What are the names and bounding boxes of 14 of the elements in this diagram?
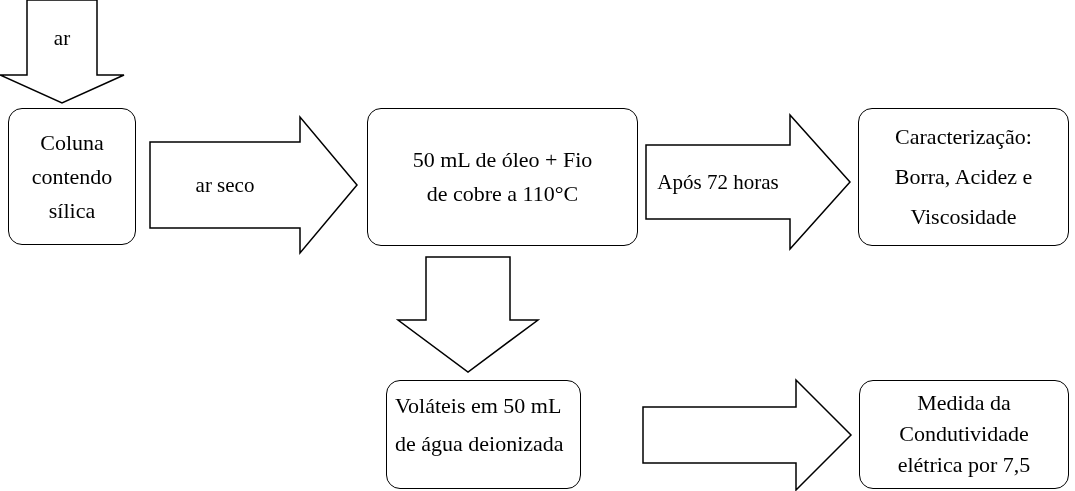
box-text: Coluna contendo sílica — [30, 128, 114, 225]
process-box — [858, 108, 1069, 246]
block-arrow — [149, 114, 358, 256]
box-text: Medida da Condutividade elétrica por 7,5 — [896, 389, 1032, 479]
process-box — [8, 108, 136, 245]
box-text: 50 mL de óleo + Fio de cobre a 110°C — [411, 146, 594, 208]
block-arrow — [0, 0, 125, 104]
process-box — [859, 380, 1069, 489]
box-text: Voláteis em 50 mL de água deionizada — [395, 392, 565, 458]
box-text: Caracterização: Borra, Acidez e Viscosidade — [893, 123, 1034, 231]
process-box — [367, 108, 638, 246]
block-arrow — [642, 378, 853, 491]
process-box — [386, 380, 581, 489]
block-arrow — [395, 256, 541, 373]
